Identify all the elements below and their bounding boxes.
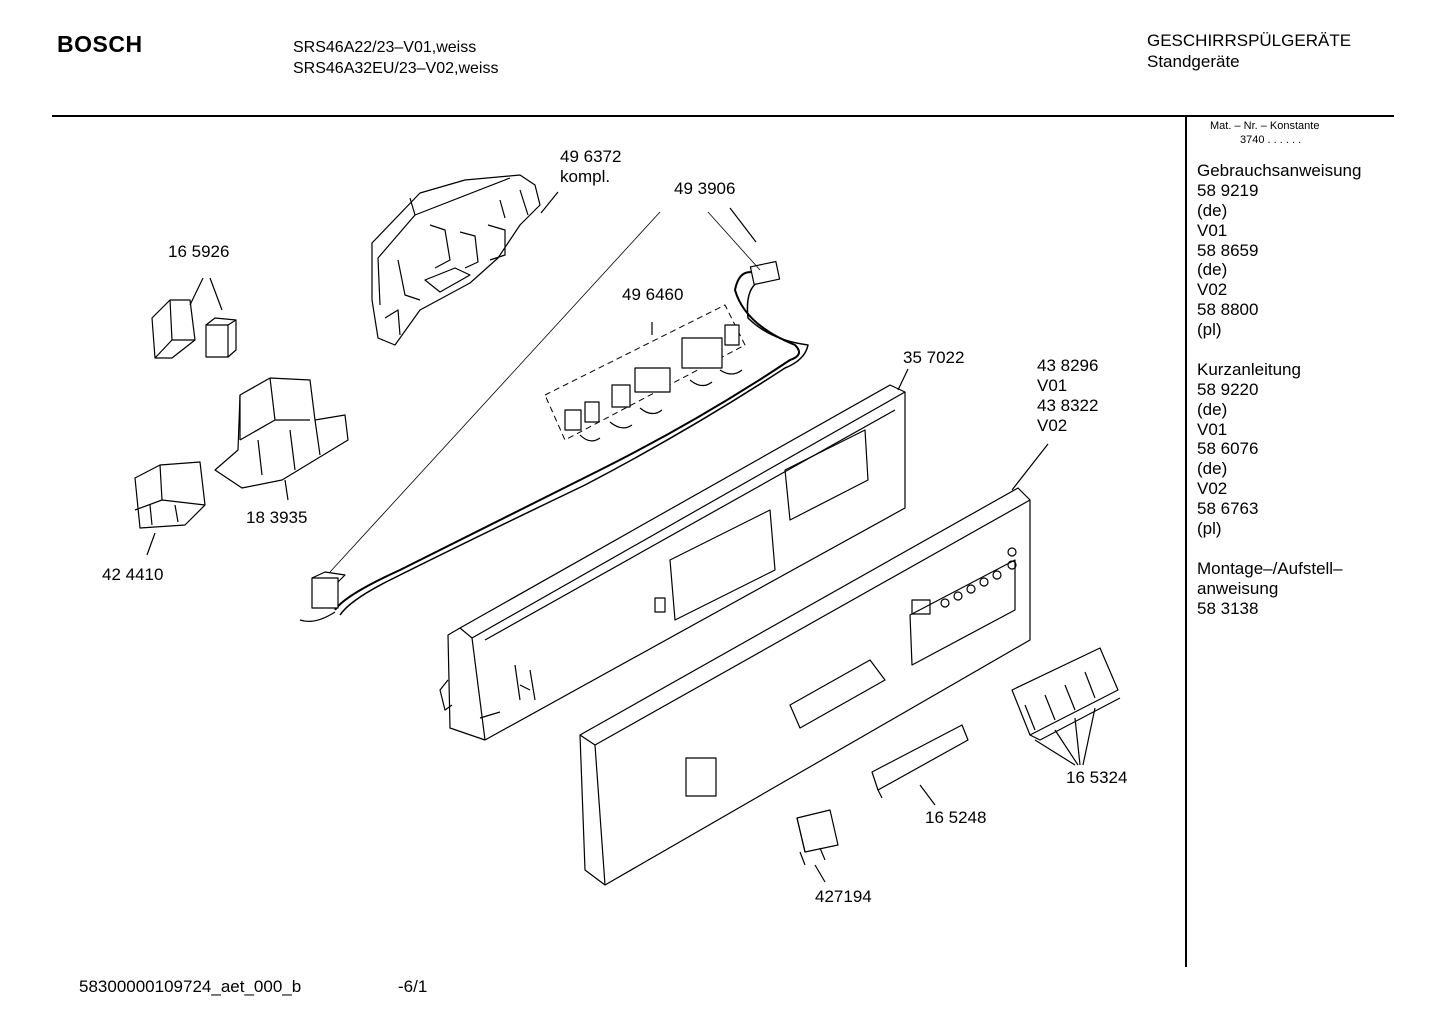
button-set-drawing xyxy=(1011,647,1121,741)
part-label-427194: 427194 xyxy=(815,887,872,906)
matnr-label: Mat. – Nr. – Konstante xyxy=(1210,120,1320,132)
brand-logo: BOSCH xyxy=(57,31,143,57)
document-group-quickguide: Kurzanleitung 58 9220 (de) V01 58 6076 (… xyxy=(1197,360,1361,539)
model-line-2: SRS46A32EU/23–V02,weiss xyxy=(293,60,499,77)
category-block: GESCHIRRSPÜLGERÄTE Standgeräte xyxy=(1147,30,1351,72)
doc-line: 58 3138 xyxy=(1197,598,1259,618)
part-label-357022: 35 7022 xyxy=(903,348,965,367)
category-title: GESCHIRRSPÜLGERÄTE xyxy=(1147,31,1352,50)
document-group-installation: Montage–/Aufstell– anweisung 58 3138 xyxy=(1197,559,1361,619)
doc-line: 58 9220 xyxy=(1197,379,1259,399)
part-number: 43 8296 xyxy=(1037,356,1099,375)
header-divider xyxy=(52,115,1394,117)
leader-165324-b xyxy=(1054,729,1079,766)
part-label-493906: 49 3906 xyxy=(674,179,736,198)
doc-line: Gebrauchsanweisung xyxy=(1197,161,1362,180)
doc-line: 58 8800 xyxy=(1197,300,1259,320)
panel-carrier-drawing xyxy=(439,384,906,741)
doc-line: anweisung xyxy=(1197,578,1279,598)
sidebar-divider xyxy=(1185,117,1187,967)
part-label-496372: 49 6372 kompl. xyxy=(560,147,621,187)
doc-line: 58 9219 xyxy=(1197,180,1259,200)
switch-knob-drawing xyxy=(796,809,839,866)
part-label-438296: 43 8296 V01 43 8322 V02 xyxy=(1037,356,1098,436)
leader-183935 xyxy=(284,479,289,501)
relay-cover-drawing xyxy=(151,299,237,359)
doc-line: (pl) xyxy=(1197,519,1222,539)
model-list: SRS46A22/23–V01,weiss SRS46A32EU/23–V02,… xyxy=(293,37,498,79)
document-group-manual: Gebrauchsanweisung 58 9219 (de) V01 58 8… xyxy=(1197,161,1361,340)
leader-165324-a xyxy=(1034,739,1076,766)
part-label-183935: 18 3935 xyxy=(246,508,308,527)
leader-357022 xyxy=(897,368,909,391)
part-note: kompl. xyxy=(560,167,611,186)
leader-424410 xyxy=(146,532,156,556)
doc-line: (de) xyxy=(1197,399,1228,419)
front-panel-drawing xyxy=(579,487,1031,886)
leader-496372 xyxy=(540,191,559,214)
part-label-165248: 16 5248 xyxy=(925,808,987,827)
doc-line: V01 xyxy=(1197,419,1228,439)
leader-493906-plug xyxy=(707,211,761,271)
category-subtitle: Standgeräte xyxy=(1147,52,1240,71)
leader-165926-b xyxy=(209,277,223,311)
part-label-165324: 16 5324 xyxy=(1066,768,1128,787)
doc-line: (de) xyxy=(1197,200,1228,220)
doc-line: Montage–/Aufstell– xyxy=(1197,558,1343,578)
exploded-parts-drawing xyxy=(134,174,1121,886)
doc-line: Kurzanleitung xyxy=(1197,359,1301,379)
doc-line: (pl) xyxy=(1197,320,1222,340)
connector-group-drawing xyxy=(544,304,746,442)
leader-493906 xyxy=(729,207,757,243)
doc-line: (de) xyxy=(1197,459,1228,479)
doc-line: 58 6763 xyxy=(1197,499,1259,519)
leader-427194 xyxy=(814,864,826,883)
part-number: 49 6372 xyxy=(560,147,622,166)
doc-line: (de) xyxy=(1197,260,1228,280)
leader-165248 xyxy=(919,784,936,806)
part-number: 43 8322 xyxy=(1037,396,1099,415)
doc-line: 58 6076 xyxy=(1197,439,1259,459)
leader-165324-d xyxy=(1082,707,1096,766)
leader-438296 xyxy=(1011,443,1049,491)
leader-165324-c xyxy=(1074,717,1081,766)
doc-line: V01 xyxy=(1197,220,1228,240)
switch-block-drawing xyxy=(134,461,206,529)
part-label-165926: 16 5926 xyxy=(168,242,230,261)
bracket-frame-drawing xyxy=(214,377,349,489)
electronic-module-drawing xyxy=(371,174,541,346)
matnr-value: 3740 . . . . . . xyxy=(1240,134,1302,146)
leader-493906-connector xyxy=(329,211,661,573)
leader-165926-a xyxy=(189,277,204,306)
part-label-496460: 49 6460 xyxy=(622,285,684,304)
cable-harness-drawing xyxy=(299,260,809,622)
part-variant: V01 xyxy=(1037,376,1068,395)
display-strip-drawing xyxy=(871,724,969,799)
part-variant: V02 xyxy=(1037,416,1068,435)
page-number: -6/1 xyxy=(398,977,428,996)
doc-line: 58 8659 xyxy=(1197,240,1259,260)
part-label-424410: 42 4410 xyxy=(102,565,164,584)
document-list: Gebrauchsanweisung 58 9219 (de) V01 58 8… xyxy=(1197,161,1361,638)
doc-line: V02 xyxy=(1197,280,1228,300)
doc-line: V02 xyxy=(1197,479,1228,499)
model-line-1: SRS46A22/23–V01,weiss xyxy=(293,39,477,56)
document-id: 58300000109724_aet_000_b xyxy=(79,977,302,996)
